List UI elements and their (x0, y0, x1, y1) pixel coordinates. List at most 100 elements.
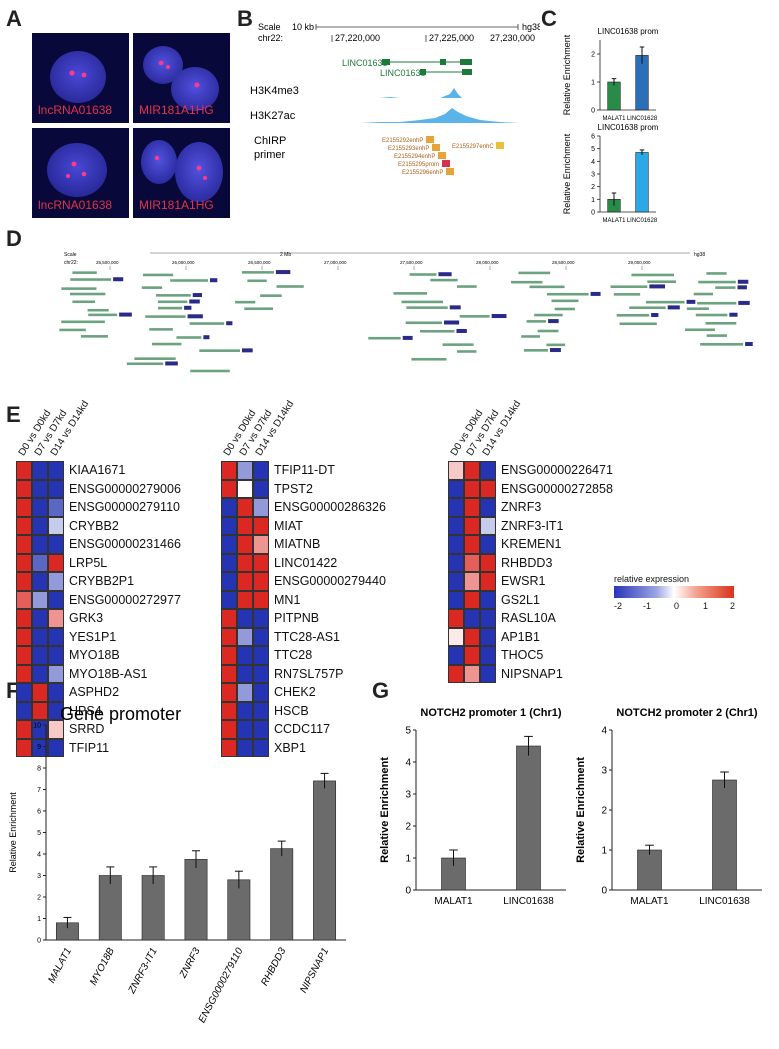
panel-label-g: G (372, 678, 390, 703)
genome-tick-label: 28,500,000 (552, 260, 575, 265)
gene-feature (695, 313, 728, 317)
heatmap-cell (32, 498, 48, 517)
gene-exon (275, 270, 291, 275)
gene-feature (70, 278, 112, 281)
y-tick-label: 5 (37, 830, 41, 837)
heatmap-cell (253, 627, 269, 646)
heatmap-cell (48, 461, 64, 480)
heatmap-gene-label: MYO18B-AS1 (69, 666, 148, 681)
gene-exon (443, 320, 460, 325)
heatmap-cell (221, 479, 237, 498)
heatmap-gene-label: YES1P1 (69, 629, 117, 644)
heatmap-cell (253, 553, 269, 572)
heatmap-cell (221, 553, 237, 572)
gene-feature (419, 329, 455, 333)
gene-exon (113, 277, 124, 282)
heatmap-cell (48, 479, 64, 498)
gene-exon (438, 272, 452, 277)
gene-exon (590, 291, 601, 296)
heatmap-cell (48, 572, 64, 591)
y-tick-label: 3 (591, 171, 595, 178)
heatmap-cell (448, 461, 464, 480)
heatmap-cell (221, 535, 237, 554)
gene-feature (647, 280, 677, 284)
heatmap-cell (237, 590, 253, 609)
y-axis-label: Relative Enrichment (8, 792, 18, 873)
x-tick-label: LINC01638 (699, 896, 750, 907)
heatmap-cell (48, 553, 64, 572)
gene-feature (189, 322, 225, 325)
gene-feature (554, 307, 575, 311)
heatmap-gene-label: GS2L1 (501, 592, 540, 607)
gene-exon (189, 299, 200, 304)
heatmap-cell (237, 535, 253, 554)
gene-feature (142, 273, 174, 277)
gene-exon (738, 300, 750, 305)
heatmap-gene-label: PITPNB (274, 611, 320, 625)
bar (184, 859, 208, 941)
y-tick-label: 8 (37, 765, 41, 772)
gene-feature (697, 301, 737, 305)
y-tick-label: 4 (37, 851, 41, 858)
y-axis-label: Relative Enrichment (575, 757, 587, 863)
heatmap-cell (464, 553, 480, 572)
chirp-label: primer (254, 149, 286, 161)
heatmap-cell (448, 498, 464, 517)
heatmap-cell (448, 479, 464, 498)
heatmap-cell (448, 590, 464, 609)
y-tick-label: 6 (591, 133, 595, 140)
bar (712, 779, 737, 891)
y-tick-label: 1 (37, 916, 41, 923)
gene-feature (72, 300, 95, 304)
tile-caption: lncRNA01638 (38, 198, 113, 212)
heatmap-cell (253, 479, 269, 498)
heatmap-cell (480, 646, 496, 665)
heatmap-cell (221, 498, 237, 517)
chrom-label: chr22: (258, 33, 283, 43)
gene-feature (69, 292, 106, 296)
heatmap-cell (32, 664, 48, 683)
gene-feature (629, 306, 666, 309)
heatmap-cell (237, 553, 253, 572)
heatmap-gene-label: ENSG00000226471 (501, 463, 613, 477)
gene-feature (141, 286, 163, 289)
heatmap-gene-label: THOC5 (501, 648, 544, 662)
microscopy-tile-1: lncRNA01638 (32, 33, 129, 123)
heatmap-column-label: D14 vs D14kd (48, 398, 92, 458)
heatmap-cell (448, 609, 464, 628)
heatmap-cell (16, 479, 32, 498)
gene-exon (241, 348, 253, 353)
heatmap-cell (32, 627, 48, 646)
heatmap-cell (48, 664, 64, 683)
tick-label: 27,225,000 (429, 33, 474, 43)
heatmap-cell (221, 516, 237, 535)
heatmap-cell (253, 498, 269, 517)
x-tick-label: LINC01628 (627, 218, 658, 224)
heatmap-cell (48, 627, 64, 646)
gene-exon (226, 321, 233, 326)
gene-feature (61, 287, 97, 290)
heatmap-cell (464, 479, 480, 498)
heatmap-cell (48, 609, 64, 628)
heatmap-gene-label: KIAA1671 (69, 463, 126, 477)
heatmap-cell (480, 664, 496, 683)
genome-tick-label: 28,000,000 (476, 260, 499, 265)
gene-feature (526, 320, 547, 323)
primer-mark (426, 136, 434, 143)
gene-feature (126, 362, 164, 366)
gene-feature (235, 300, 256, 304)
legend-tick: 0 (674, 601, 680, 611)
gene-exon (192, 293, 202, 298)
track-label: H3K4me3 (250, 85, 299, 97)
heatmap-cell (253, 609, 269, 628)
gene-exon (119, 312, 132, 317)
legend-tick: 2 (730, 601, 736, 611)
h3k27ac-signal (318, 108, 520, 123)
gene-feature (546, 343, 566, 347)
gene-feature (72, 271, 97, 274)
legend-title: relative expression (614, 574, 690, 584)
gene-feature (700, 343, 744, 346)
gene-exon (402, 335, 413, 340)
x-tick-label: MALAT1 (630, 896, 669, 907)
